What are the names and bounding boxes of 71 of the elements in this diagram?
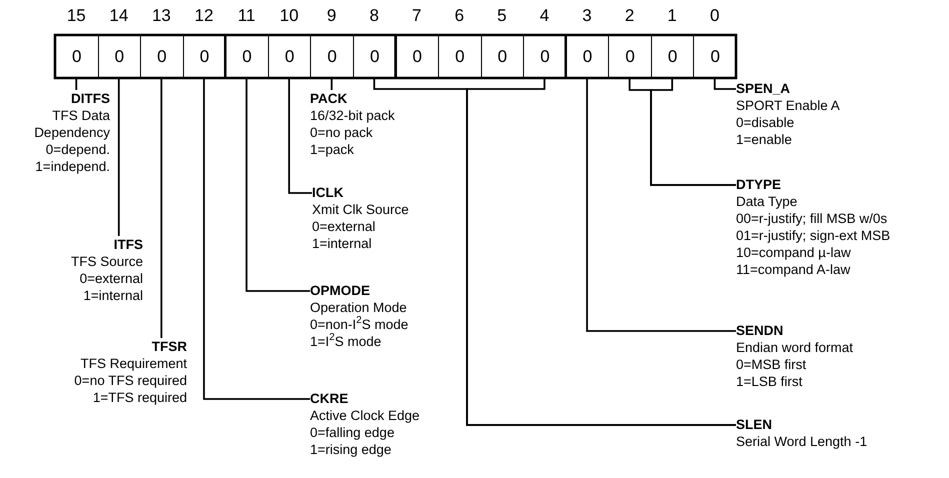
field-text: TFS Data Dependency — [33, 107, 110, 141]
field-name: SLEN — [736, 416, 774, 433]
bit-number: 1 — [666, 6, 678, 26]
leader-line — [466, 78, 736, 426]
field-text: 0=depend. — [44, 141, 110, 158]
leader-line — [714, 78, 736, 90]
leader-line — [118, 78, 120, 236]
field-text: SPORT Enable A — [736, 97, 841, 114]
leader-line — [650, 78, 736, 186]
bit-number: 15 — [66, 6, 87, 26]
bit-number: 6 — [454, 6, 466, 26]
field-name: ITFS — [112, 236, 143, 253]
bit-number: 3 — [581, 6, 593, 26]
field-text: TFS Requirement — [79, 355, 187, 372]
leader-line — [203, 78, 310, 400]
field-name: ICLK — [312, 184, 344, 201]
field-name: OPMODE — [310, 282, 372, 299]
bit-number: 5 — [496, 6, 508, 26]
field-text: 00=r-justify; fill MSB w/0s — [736, 210, 888, 227]
bit-number: 14 — [108, 6, 130, 26]
bit-number: 4 — [538, 6, 550, 26]
field-text: 10=compand µ-law — [736, 244, 852, 261]
field-name: SPEN_A — [736, 80, 792, 97]
field-text: TFS Source — [70, 253, 143, 270]
bit-number: 13 — [150, 6, 172, 26]
leader-line — [160, 78, 162, 338]
field-text: 0=falling edge — [310, 424, 396, 441]
field-text: 0=MSB first — [736, 356, 808, 373]
bit-number: 10 — [278, 6, 300, 26]
field-text: 1=pack — [310, 141, 355, 158]
field-text: Operation Mode — [310, 299, 408, 316]
field-text: Active Clock Edge — [310, 407, 421, 424]
field-text: Endian word format — [736, 339, 854, 356]
field-text: 0=no TFS required — [73, 372, 187, 389]
field-name: DITFS — [70, 90, 110, 107]
field-text: 11=compand A-law — [736, 261, 852, 278]
field-text: 1=rising edge — [310, 441, 392, 458]
field-name: SENDN — [736, 322, 784, 339]
bit-number: 2 — [624, 6, 636, 26]
field-text: 1=TFS required — [92, 389, 187, 406]
leader-line — [75, 78, 78, 90]
bit-number: 0 — [708, 6, 720, 26]
field-text: Data Type — [736, 193, 798, 210]
field-name: TFSR — [150, 338, 187, 355]
field-text: Serial Word Length -1 — [736, 433, 868, 450]
field-text: 16/32-bit pack — [310, 107, 396, 124]
field-text: 1=LSB first — [736, 373, 804, 390]
bit-number: 12 — [194, 6, 214, 26]
bit-number: 9 — [326, 6, 338, 26]
leader-line — [288, 78, 312, 194]
field-name: CKRE — [310, 390, 350, 407]
field-text: 1=enable — [736, 131, 793, 148]
field-text: 1=internal — [82, 287, 143, 304]
field-text: Xmit Clk Source — [312, 201, 410, 218]
field-text: 0=external — [312, 218, 376, 235]
leader-line — [586, 78, 736, 332]
field-text: 0=non-I$^{2}$S mode — [310, 316, 410, 333]
bit-number: 8 — [368, 6, 380, 26]
field-name: PACK — [310, 90, 348, 107]
field-text: 01=r-justify; sign-ext MSB — [736, 227, 892, 244]
field-text: 1=internal — [312, 235, 373, 252]
field-text: 0=disable — [736, 114, 796, 131]
bit-number: 7 — [411, 6, 423, 26]
field-name: DTYPE — [736, 176, 782, 193]
leader-line — [246, 78, 310, 292]
field-text: 0=external — [78, 270, 143, 287]
field-text: 0=no pack — [310, 124, 374, 141]
leader-line — [330, 78, 333, 90]
field-text: 1=I$^{2}$S mode — [310, 333, 382, 350]
bit-number: 11 — [236, 6, 256, 26]
field-text: 1=independ. — [34, 158, 110, 175]
